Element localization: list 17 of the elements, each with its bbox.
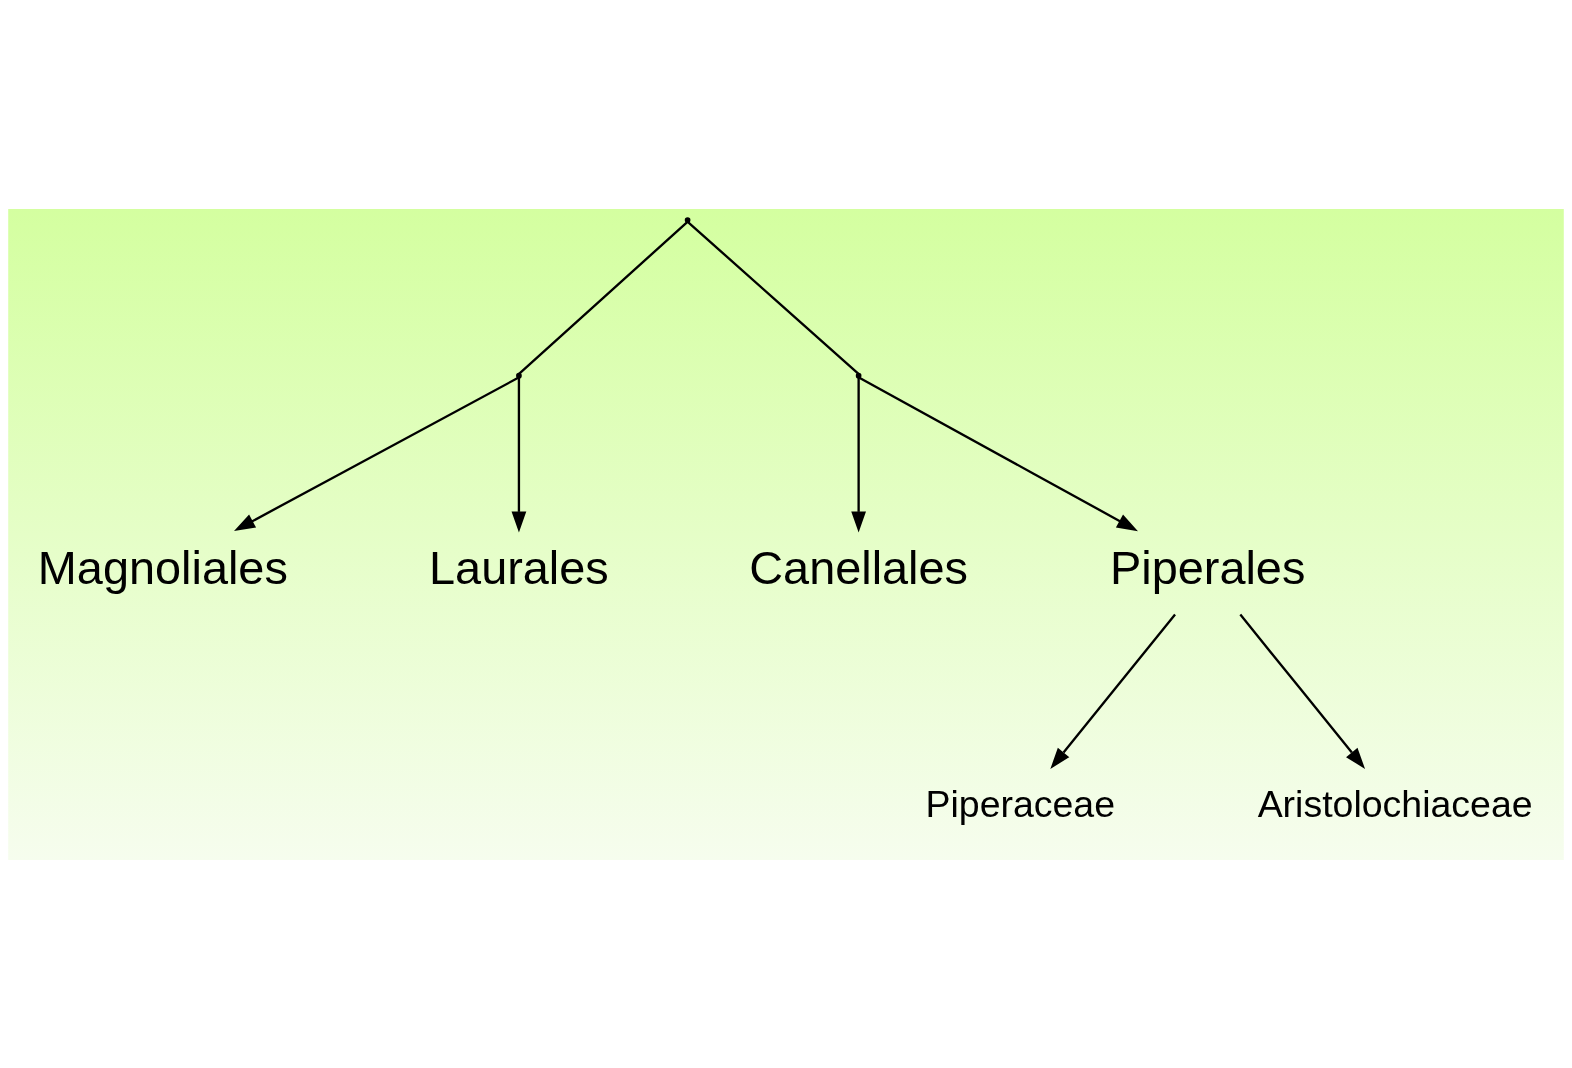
node-point (855, 372, 862, 379)
node-text: Piperales (1110, 541, 1306, 594)
connector (518, 220, 689, 375)
node-point (684, 216, 691, 223)
arrow (234, 376, 520, 531)
node-text: Aristolochiaceae (1257, 782, 1533, 825)
arrow (511, 377, 527, 532)
arrow (858, 376, 1138, 531)
node-point (516, 372, 522, 379)
node-text: Piperaceae (925, 782, 1116, 825)
arrow (1239, 613, 1366, 769)
node-text: Magnoliales (37, 541, 288, 594)
connector (686, 220, 860, 375)
node-text: Laurales (429, 541, 609, 594)
node-text: Canellales (749, 541, 968, 594)
arrow (851, 377, 866, 532)
arrow (1050, 613, 1176, 769)
